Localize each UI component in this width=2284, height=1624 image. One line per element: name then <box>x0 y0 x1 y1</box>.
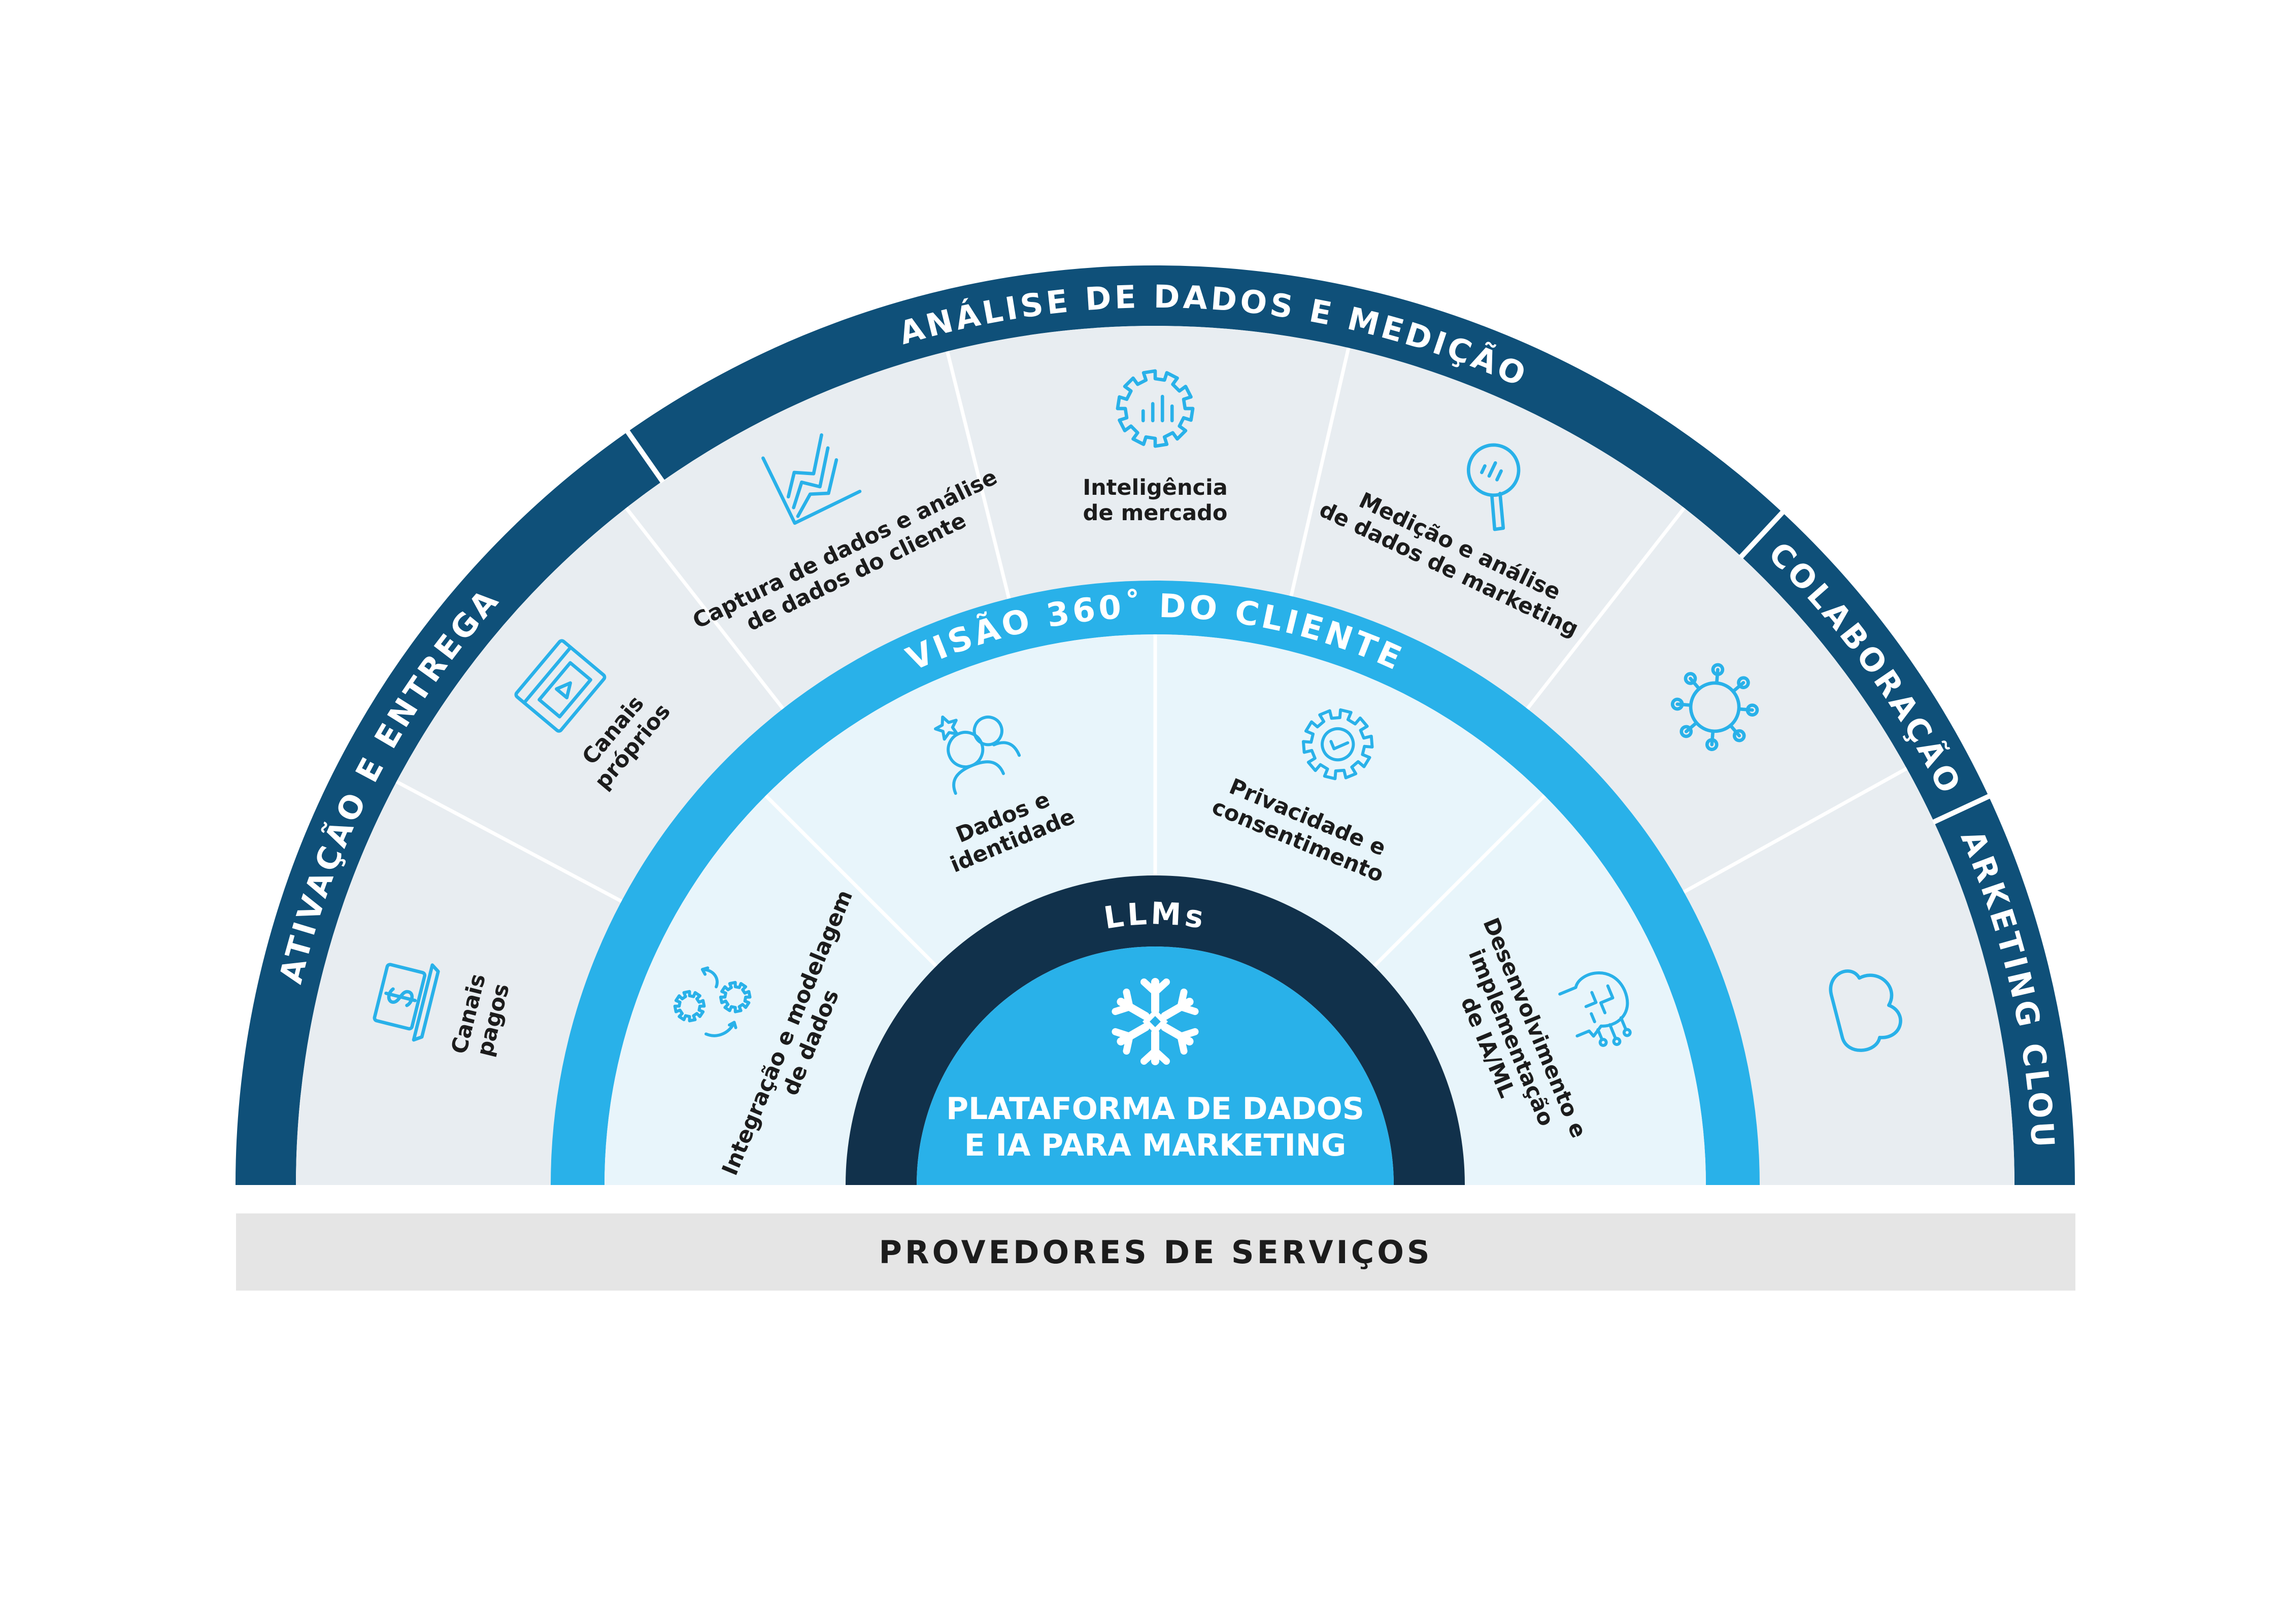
core-platform-title-line: E IA PARA MARKETING <box>964 1128 1347 1163</box>
outer-segment-divider <box>395 780 623 903</box>
middle-segment-divider <box>764 794 938 968</box>
gear-check-icon <box>1301 708 1374 781</box>
category-divider <box>1932 793 1991 825</box>
llm-title: LLMs <box>1101 896 1208 936</box>
llm-ring <box>846 875 1465 1185</box>
collaboration-hub-segment <box>1670 663 1759 751</box>
ai-head-circuit-icon <box>1558 971 1632 1047</box>
gear-bar-chart-icon <box>1116 369 1195 448</box>
middle-segment-band <box>604 634 1706 1185</box>
middle-segment-divider <box>1372 794 1546 968</box>
category-divider <box>1738 510 1785 559</box>
core-platform-disc <box>917 946 1394 1185</box>
category-divider <box>625 429 665 484</box>
outer-segment-divider <box>1683 767 1908 894</box>
outer-segment-divider <box>946 351 1011 599</box>
magnifier-chart-icon <box>1466 443 1521 531</box>
marketing-cloud-segment <box>1829 969 1902 1052</box>
people-star-icon <box>934 715 1021 795</box>
browser-video-icon <box>514 639 607 733</box>
service-providers-label: PROVEDORES DE SERVIÇOS <box>879 1233 1433 1271</box>
network-hub-icon <box>1670 663 1759 751</box>
market-intelligence-label-line: de mercado <box>1083 500 1228 526</box>
service-providers-bar: PROVEDORES DE SERVIÇOS <box>236 1213 2075 1291</box>
line-chart-icon <box>761 433 862 525</box>
outer-segment-band <box>296 326 2014 1185</box>
outer-segment-divider <box>1526 506 1686 710</box>
cloud-icon <box>1829 969 1902 1052</box>
market-intelligence-label-line: Inteligência <box>1083 475 1228 500</box>
outer-segment-divider <box>624 506 785 710</box>
core-platform-title-line: PLATAFORMA DE DADOS <box>946 1091 1364 1127</box>
gears-cycle-icon <box>673 966 752 1037</box>
laptop-dollar-icon <box>373 963 440 1042</box>
snowflake-icon <box>1112 978 1199 1065</box>
outer-segment-divider <box>1289 347 1351 597</box>
